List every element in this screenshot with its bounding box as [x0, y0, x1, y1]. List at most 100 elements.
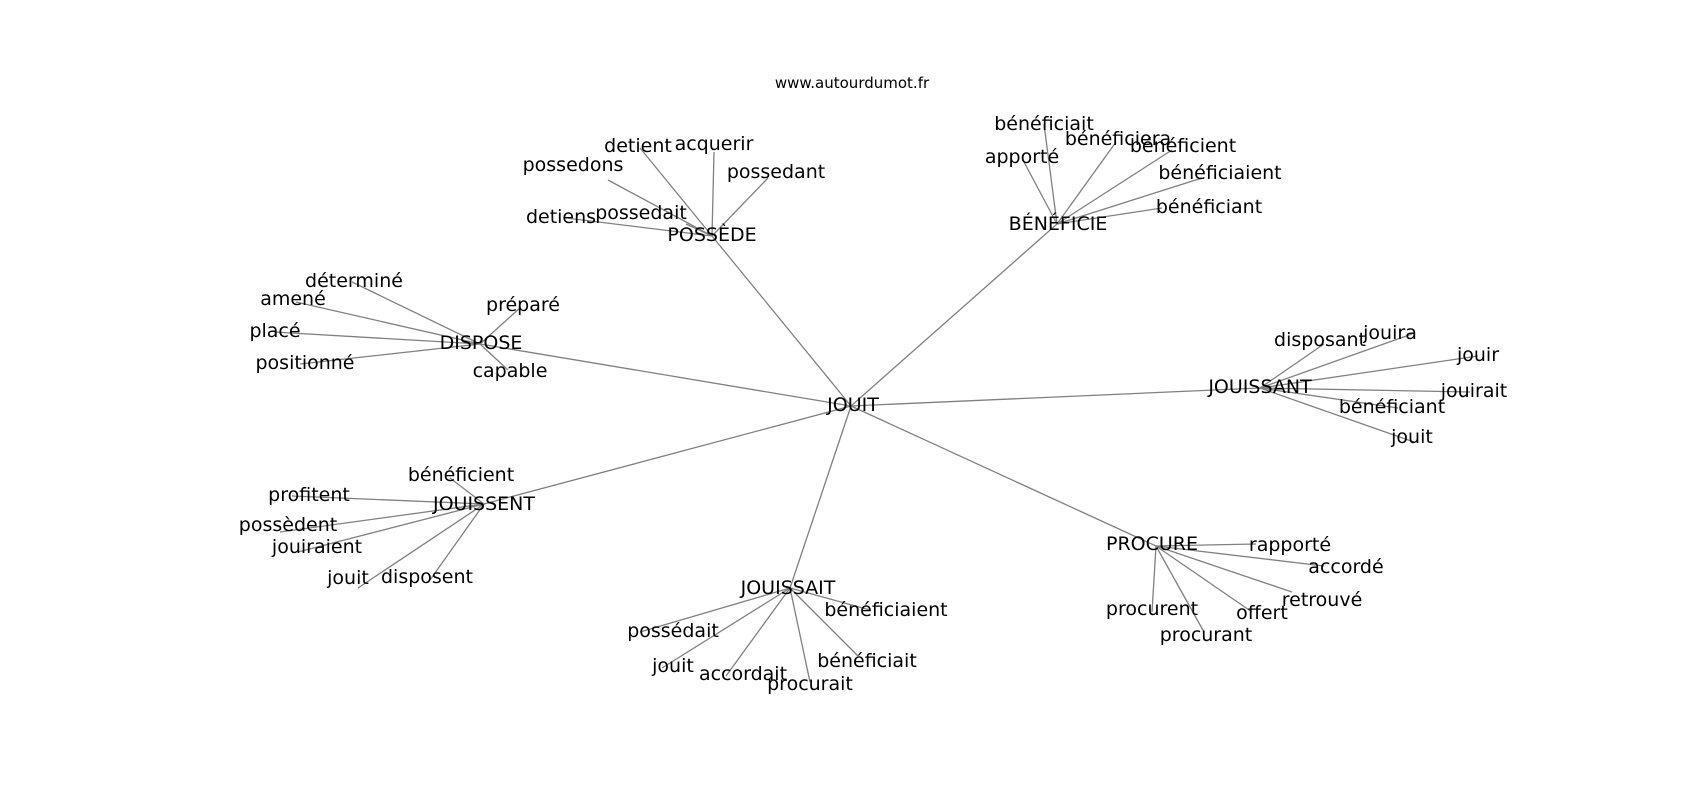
node-leaf-dispose-capable[interactable]: capable — [473, 360, 548, 382]
node-hub-procure[interactable]: PROCURE — [1106, 533, 1198, 555]
node-leaf-procure-offert[interactable]: offert — [1236, 602, 1288, 624]
edge-possede-possedait — [685, 223, 713, 237]
edge-jouissent-possedent — [279, 503, 485, 533]
node-leaf-possede-possedait[interactable]: possedait — [595, 202, 687, 224]
edge-jouissait-beneficiait — [789, 587, 859, 657]
node-leaf-jouissait-beneficiait[interactable]: bénéficiait — [817, 650, 917, 672]
edge-procure-rapporte — [1155, 543, 1257, 547]
edge-possede-acquerir — [711, 151, 715, 237]
edge-jouissant-beneficiant — [1259, 387, 1399, 409]
edge-possede-detiens — [565, 217, 713, 237]
edge-jouissant-jouit — [1259, 387, 1415, 443]
node-leaf-jouissant-jouit[interactable]: jouit — [1390, 426, 1433, 448]
edge-center-dispose — [479, 343, 852, 407]
node-leaf-procure-rapporte[interactable]: rapporté — [1249, 534, 1331, 556]
node-leaf-procure-procurent[interactable]: procurent — [1106, 598, 1198, 620]
node-leaf-possede-detient[interactable]: detient — [604, 135, 672, 157]
node-leaf-jouissait-procurait[interactable]: procurait — [767, 673, 853, 695]
node-hub-jouissent[interactable]: JOUISSENT — [432, 493, 535, 515]
node-leaf-jouissent-possedent[interactable]: possèdent — [239, 514, 337, 536]
node-leaf-beneficie-apporte[interactable]: apporté — [985, 146, 1059, 168]
edge-center-procure — [850, 405, 1157, 547]
edge-dispose-amene — [295, 301, 481, 345]
node-leaf-jouissant-jouir[interactable]: jouir — [1456, 344, 1499, 366]
node-leaf-jouissant-jouira[interactable]: jouira — [1362, 322, 1417, 344]
edge-center-jouissent — [483, 405, 852, 505]
edge-beneficie-beneficiera — [1056, 141, 1117, 225]
edge-beneficie-beneficiaient — [1056, 177, 1203, 225]
edge-layer — [273, 123, 1479, 683]
node-leaf-jouissant-disposant[interactable]: disposant — [1274, 329, 1366, 351]
edge-jouissent-jouiraient — [297, 503, 485, 553]
node-leaf-procure-procurant[interactable]: procurant — [1160, 624, 1253, 646]
node-hub-beneficie[interactable]: BÉNÉFICIE — [1009, 212, 1108, 235]
site-watermark: www.autourdumot.fr — [775, 74, 930, 92]
edge-procure-retrouve — [1155, 545, 1293, 593]
node-hub-dispose[interactable]: DISPOSE — [440, 332, 523, 354]
edge-possede-detient — [639, 147, 713, 237]
node-leaf-jouissent-jouiraient[interactable]: jouiraient — [271, 536, 362, 558]
node-hub-possede[interactable]: POSSÈDE — [667, 223, 756, 246]
node-leaf-jouissait-beneficiaient[interactable]: bénéficiaient — [824, 599, 947, 621]
node-leaf-possede-acquerir[interactable]: acquerir — [675, 133, 754, 155]
edge-center-beneficie — [850, 223, 1058, 407]
edge-possede-possedons — [607, 179, 713, 237]
node-leaf-jouissent-disposent[interactable]: disposent — [381, 566, 473, 588]
edge-jouissait-jouit — [661, 587, 791, 669]
edge-jouissent-profitent — [291, 495, 485, 505]
edge-jouissant-jouirait — [1259, 387, 1471, 393]
node-leaf-dispose-place[interactable]: placé — [249, 320, 300, 342]
node-leaf-jouissent-profitent[interactable]: profitent — [268, 484, 350, 506]
edge-jouissait-accordait — [725, 587, 791, 677]
node-center-jouit[interactable]: JOUIT — [826, 394, 879, 416]
node-leaf-possede-possedons[interactable]: possedons — [523, 154, 624, 176]
node-leaf-procure-retrouve[interactable]: retrouvé — [1282, 589, 1363, 611]
edge-jouissent-disposent — [429, 503, 485, 581]
edge-dispose-capable — [479, 343, 509, 371]
node-leaf-jouissait-accordait[interactable]: accordait — [699, 663, 787, 685]
node-leaf-jouissant-beneficiant[interactable]: bénéficiant — [1339, 396, 1445, 418]
node-leaf-jouissant-jouirait[interactable]: jouirait — [1440, 380, 1507, 402]
node-leaf-beneficie-beneficiera[interactable]: bénéficiera — [1065, 128, 1171, 150]
node-leaf-dispose-prepare[interactable]: préparé — [486, 294, 560, 316]
node-leaf-jouissait-jouit[interactable]: jouit — [651, 655, 694, 677]
edge-dispose-positionne — [299, 343, 481, 365]
node-leaf-dispose-positionne[interactable]: positionné — [256, 352, 355, 374]
node-leaf-procure-accorde[interactable]: accordé — [1308, 556, 1383, 578]
node-leaf-dispose-determine[interactable]: déterminé — [305, 270, 403, 292]
edge-jouissent-beneficient — [449, 477, 485, 505]
edge-center-jouissant — [850, 387, 1261, 407]
node-leaf-beneficie-beneficient[interactable]: bénéficient — [1130, 135, 1236, 157]
edge-jouissait-beneficiaient — [789, 587, 871, 611]
edge-possede-possedant — [711, 177, 769, 237]
edge-jouissait-procurait — [789, 587, 811, 683]
node-leaf-possede-detiens[interactable]: detiens — [526, 206, 596, 228]
edge-procure-procurent — [1151, 545, 1157, 613]
node-leaf-beneficie-beneficiaient[interactable]: bénéficiaient — [1158, 162, 1281, 184]
edge-dispose-determine — [351, 281, 481, 345]
edge-procure-accorde — [1155, 545, 1325, 567]
edge-beneficie-apporte — [1023, 161, 1058, 225]
edge-procure-offert — [1155, 545, 1253, 613]
node-leaf-dispose-amene[interactable]: amené — [260, 288, 326, 310]
node-hub-jouissant[interactable]: JOUISSANT — [1207, 376, 1312, 398]
edge-center-jouissait — [789, 405, 852, 589]
edge-jouissait-possedait — [639, 587, 791, 633]
edge-jouissant-jouira — [1259, 333, 1413, 389]
node-leaf-possede-possedant[interactable]: possedant — [727, 161, 825, 183]
node-leaf-jouissait-possedait[interactable]: possédait — [627, 620, 719, 642]
node-hub-jouissait[interactable]: JOUISSAIT — [740, 577, 836, 599]
node-leaf-jouissent-jouit[interactable]: jouit — [326, 567, 369, 589]
edge-center-possede — [711, 235, 852, 407]
edge-dispose-prepare — [479, 307, 521, 345]
node-leaf-beneficie-beneficiant[interactable]: bénéficiant — [1156, 196, 1262, 218]
edge-jouissant-disposant — [1259, 343, 1325, 389]
edge-jouissant-jouir — [1259, 355, 1479, 389]
edge-dispose-place — [273, 331, 481, 345]
node-leaf-beneficie-beneficiait[interactable]: bénéficiait — [994, 113, 1094, 135]
edge-beneficie-beneficiant — [1056, 207, 1163, 225]
node-leaf-jouissent-beneficient[interactable]: bénéficient — [408, 464, 514, 486]
edge-procure-procurant — [1155, 545, 1205, 633]
